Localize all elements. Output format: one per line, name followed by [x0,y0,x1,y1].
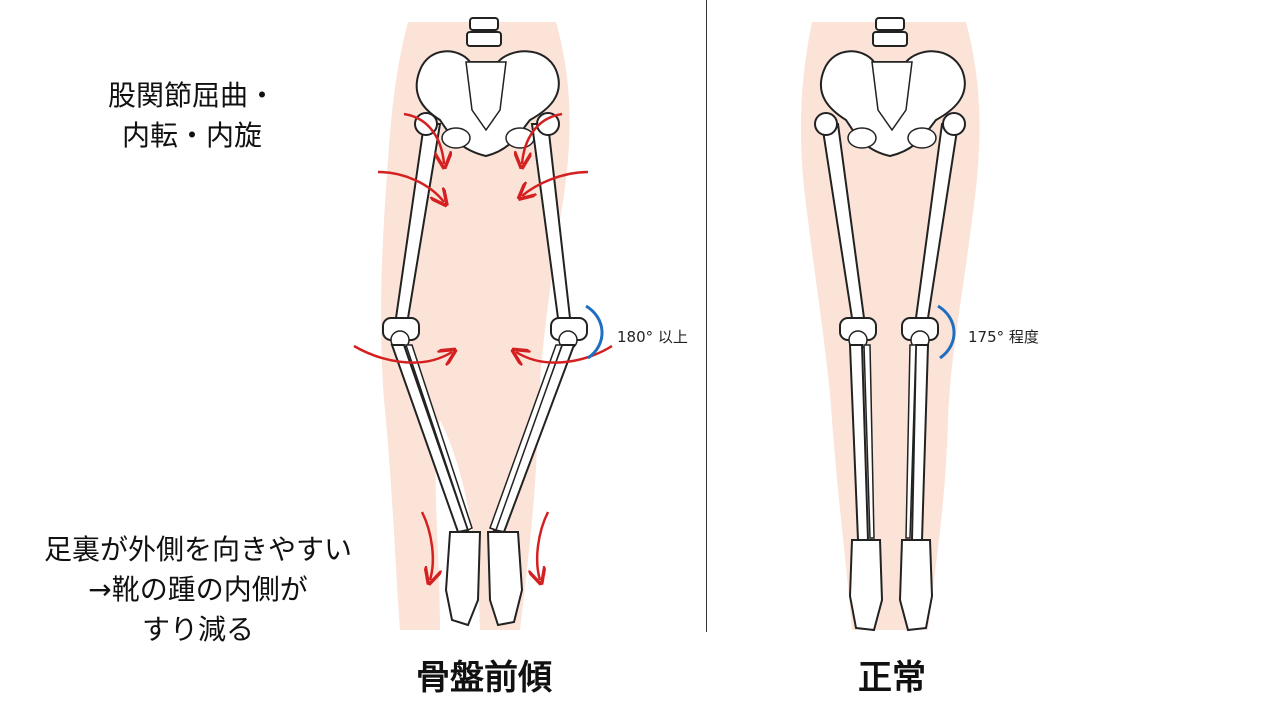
left-foot-icon [848,539,884,632]
arrow-icon [420,511,433,580]
right-caption: 正常 [858,658,926,698]
foot-note: 足裏が外側を向きやすい →靴の踵の内側が すり減る [44,530,352,650]
left-angle-label: 180° 以上 [617,328,688,346]
right-angle-label: 175° 程度 [968,328,1039,346]
left-foot-icon [444,531,482,627]
arrow-icon [522,112,563,164]
arrow-icon [537,511,550,580]
arrow-icon [516,344,613,363]
foot-note-line-1: 足裏が外側を向きやすい [44,533,353,566]
angle-arc-icon [585,304,604,360]
arrow-icon [353,344,452,363]
angle-arc-icon [937,304,956,360]
vertebra-icon [469,17,499,31]
panel-divider [706,0,707,632]
arrow-icon [377,170,444,202]
right-foot-icon [898,539,934,632]
arrow-icon [522,170,589,196]
left-skeleton [353,17,613,630]
vertebra-icon [466,31,502,47]
foot-note-line-2: →靴の踵の内側が [88,573,308,606]
right-foot-icon [486,531,524,627]
right-skeleton [800,17,980,632]
vertebra-icon [872,31,908,47]
arrow-icon [403,112,444,164]
hip-note-line-1: 股関節屈曲・ [108,79,277,112]
hip-note-line-2: 内転・内旋 [122,119,263,152]
foot-note-line-3: すり減る [142,613,255,646]
left-caption: 骨盤前傾 [416,658,552,698]
vertebra-icon [875,17,905,31]
hip-note: 股関節屈曲・ 内転・内旋 [108,76,276,156]
rotation-arrows [353,112,613,580]
